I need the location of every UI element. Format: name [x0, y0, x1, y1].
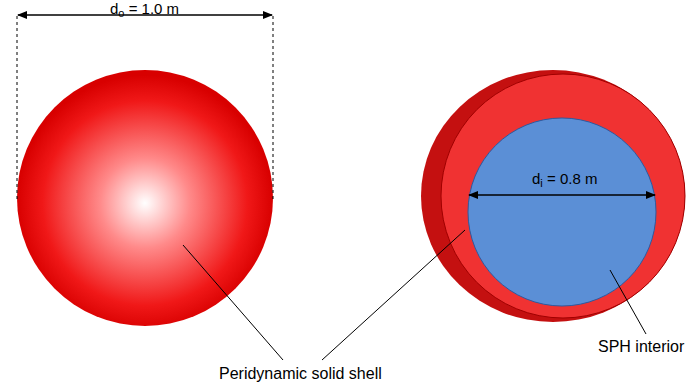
extension-line [17, 16, 18, 200]
dimension-value: = 0.8 m [547, 170, 597, 187]
outer-diameter: do = 1.0 m [110, 0, 179, 18]
solid-sphere [17, 70, 273, 326]
leader-line [322, 230, 465, 360]
part-label: SPH interior [598, 337, 684, 357]
dimension-symbol: d [110, 0, 118, 17]
dimension-value: = 1.0 m [129, 0, 179, 17]
sph-interior [468, 118, 656, 306]
dimension-line [469, 194, 655, 196]
dimension-subscript: i [540, 177, 542, 189]
dimension-symbol: d [532, 170, 540, 187]
shell-depth [421, 70, 685, 322]
part-label: Peridynamic solid shell [219, 364, 382, 384]
shell-face [441, 74, 685, 318]
leader-line [183, 245, 283, 360]
extension-line [273, 16, 274, 200]
inner-diameter: di = 0.8 m [532, 170, 597, 188]
leader-line [610, 270, 646, 334]
dimension-subscript: o [118, 7, 124, 19]
